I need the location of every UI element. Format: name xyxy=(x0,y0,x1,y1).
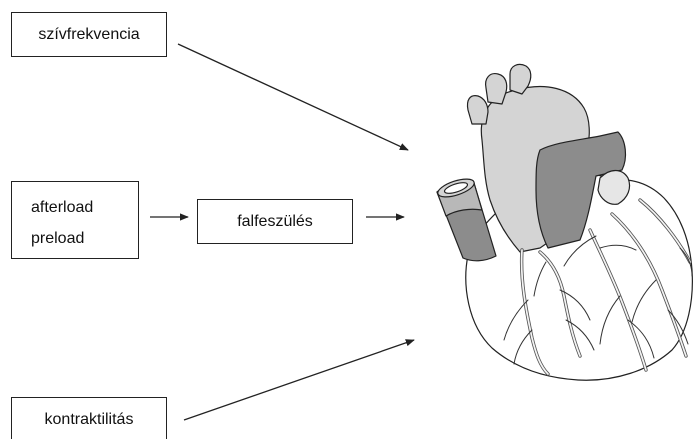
arrow-heart-rate xyxy=(178,44,408,150)
arrow-contractility xyxy=(184,340,414,420)
heart-illustration xyxy=(436,64,693,380)
aorta-branch-2 xyxy=(486,74,507,104)
aorta-branch-1 xyxy=(467,96,488,124)
